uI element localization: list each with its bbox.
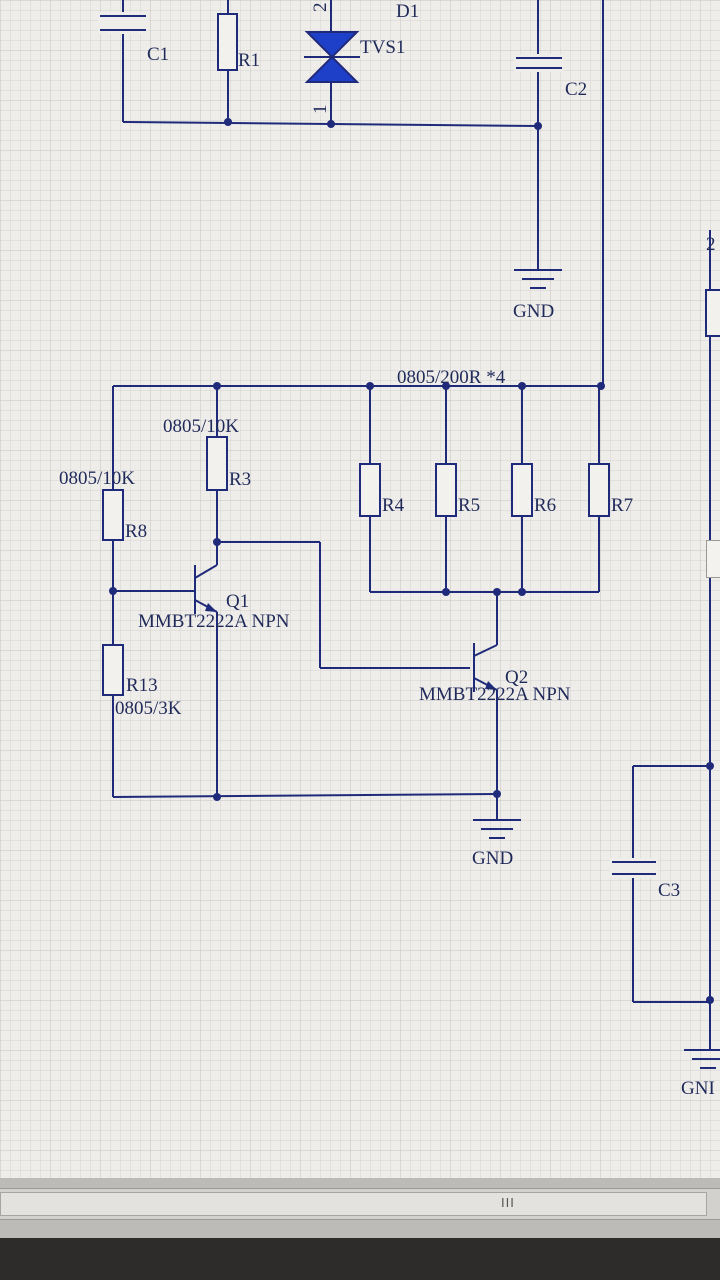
gnd-label-3: GNI — [681, 1078, 715, 1099]
resistor-array-label: 0805/200R *4 — [397, 367, 506, 388]
resistor-r13[interactable] — [102, 644, 124, 696]
c3-label: C3 — [658, 880, 680, 901]
resistor-r5[interactable] — [435, 463, 457, 517]
r6-label: R6 — [534, 495, 556, 516]
transistor-q2[interactable] — [473, 643, 498, 692]
d1-label: D1 — [396, 1, 419, 22]
transistor-q1[interactable] — [194, 564, 218, 614]
side-panel-tab[interactable] — [706, 540, 720, 578]
r8-value-label: 0805/10K — [59, 468, 135, 489]
gnd-label-2: GND — [472, 848, 513, 869]
q1-label: Q1 — [226, 591, 249, 612]
ground-symbol-3 — [684, 1049, 720, 1069]
q2-label: Q2 — [505, 667, 528, 688]
monitor-bezel — [0, 1238, 720, 1280]
r3-label: R3 — [229, 469, 251, 490]
scrollbar-thumb[interactable]: III — [0, 1192, 707, 1216]
ground-symbol-2 — [473, 819, 521, 839]
gnd-label-1: GND — [513, 301, 554, 322]
resistor-r1[interactable] — [217, 13, 238, 71]
q2-part-label: MMBT2222A NPN — [419, 684, 571, 705]
grid — [0, 0, 720, 1180]
c2-label: C2 — [565, 79, 587, 100]
resistor-r3[interactable] — [206, 436, 228, 491]
resistor-r7[interactable] — [588, 463, 610, 517]
r4-label: R4 — [382, 495, 405, 516]
edge-partial-label: 2 — [706, 234, 716, 255]
bottom-bar: III — [0, 1178, 720, 1280]
resistor-r6[interactable] — [511, 463, 533, 517]
horizontal-scrollbar[interactable]: III — [0, 1188, 720, 1220]
scrollbar-grip-icon[interactable]: III — [501, 1195, 515, 1210]
resistor-r4[interactable] — [359, 463, 381, 517]
d1-pin2-label: 2 — [310, 3, 331, 13]
r5-label: R5 — [458, 495, 480, 516]
r13-label: R13 — [126, 675, 158, 696]
r13-value-label: 0805/3K — [115, 698, 182, 719]
tvs1-label: TVS1 — [360, 37, 405, 58]
capacitor-c3[interactable] — [610, 858, 658, 878]
r8-label: R8 — [125, 521, 147, 542]
capacitor-c2[interactable] — [514, 54, 564, 72]
resistor-r8[interactable] — [102, 489, 124, 541]
r3-value-label: 0805/10K — [163, 416, 239, 437]
junction-dots — [109, 118, 605, 801]
d1-pin1-label: 1 — [310, 105, 331, 115]
r7-label: R7 — [611, 495, 633, 516]
wires-right-partial — [632, 230, 714, 1050]
c1-label: C1 — [147, 44, 169, 65]
schematic-canvas[interactable]: C1 R1 2 1 D1 TVS1 C2 GND — [0, 0, 720, 1180]
wires-middle — [112, 385, 603, 820]
r1-label: R1 — [238, 50, 260, 71]
tvs-diode-d1[interactable] — [304, 31, 360, 83]
capacitor-c1[interactable] — [98, 12, 148, 34]
q1-part-label: MMBT2222A NPN — [138, 611, 290, 632]
resistor-partial-right[interactable] — [705, 289, 720, 337]
ground-symbol-1 — [514, 269, 562, 289]
